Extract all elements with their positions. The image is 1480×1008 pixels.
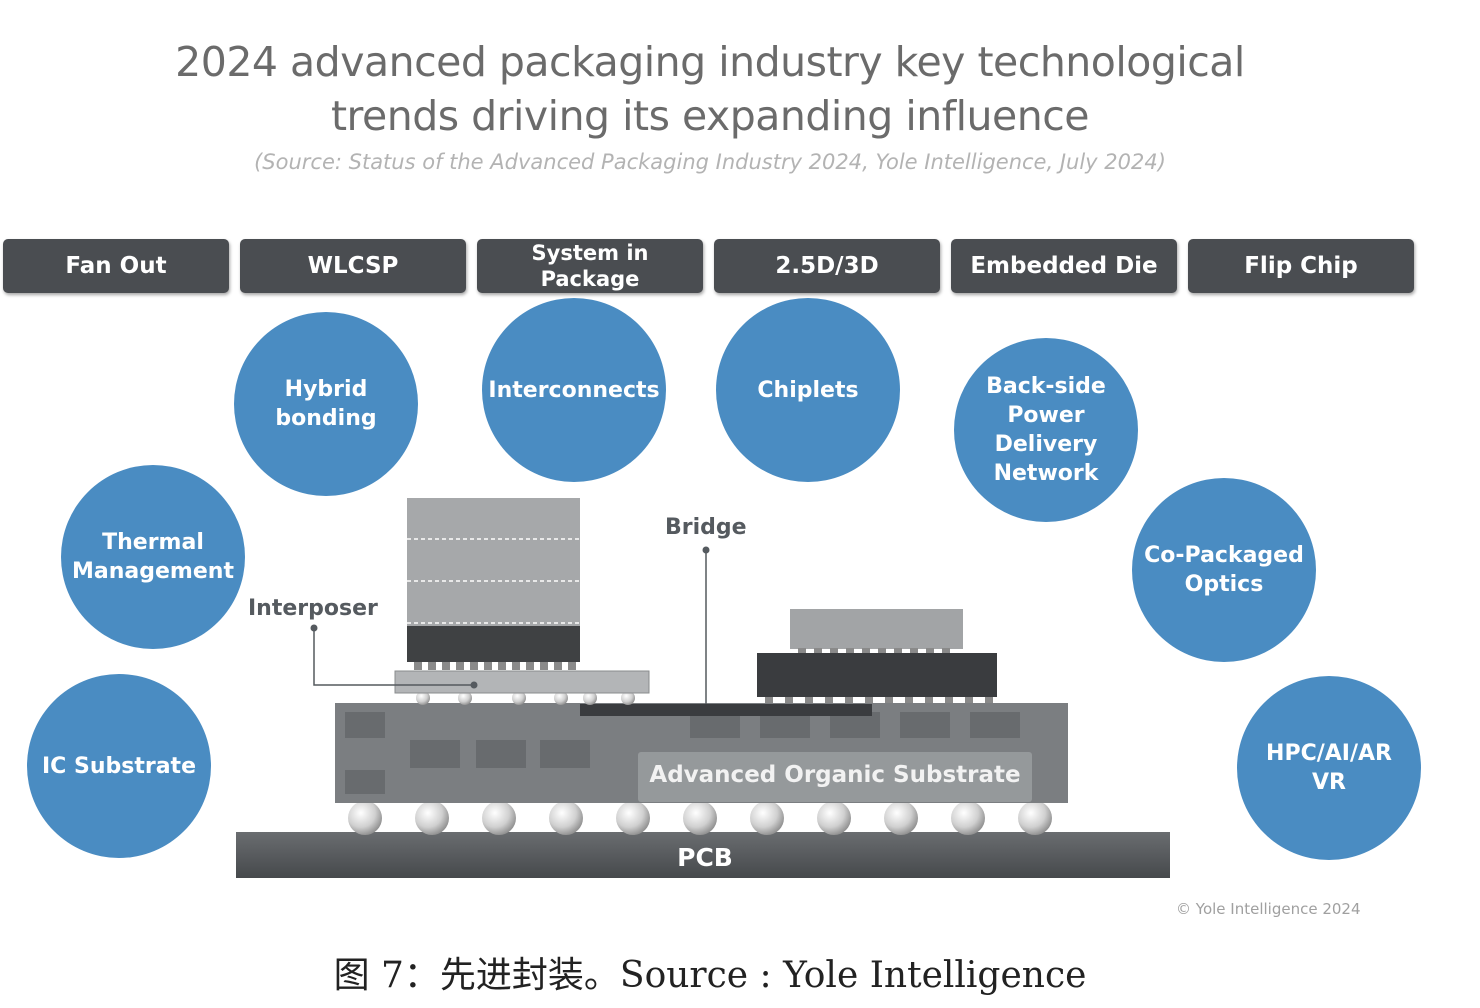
interposer-label: Interposer: [248, 596, 378, 621]
title-line-2: trends driving its expanding influence: [330, 92, 1090, 140]
substrate-solder-balls: [348, 801, 1052, 835]
tab-embedded-die: Embedded Die: [951, 239, 1177, 293]
source-note: (Source: Status of the Advanced Packagin…: [254, 150, 1166, 174]
interposer-bumps: [416, 691, 635, 705]
tab-flip-chip: Flip Chip: [1188, 239, 1414, 293]
substrate-label-box: [638, 752, 1032, 802]
memory-stack: [407, 498, 580, 626]
micro-bumps: [414, 662, 576, 670]
bubble-chiplets: Chiplets: [716, 298, 900, 482]
interposer: [394, 670, 650, 694]
tab-2-5d-3d: 2.5D/3D: [714, 239, 940, 293]
logic-base-die: [407, 626, 580, 662]
substrate-label: Advanced Organic Substrate: [649, 762, 1020, 788]
bubble-hybrid-bonding: Hybrid bonding: [234, 312, 418, 496]
bubble-hpc-ai-ar-vr: HPC/AI/AR VR: [1237, 676, 1421, 860]
bridge-die: [580, 704, 872, 716]
tab-system-in-package: System in Package: [477, 239, 703, 293]
title-line-1: 2024 advanced packaging industry key tec…: [175, 38, 1245, 86]
bubble-co-packaged-optics: Co-Packaged Optics: [1132, 478, 1316, 662]
interposer-leader: [313, 628, 474, 686]
pcb-board: [236, 832, 1170, 878]
bubble-ic-substrate: IC Substrate: [27, 674, 211, 858]
package-substrate: [757, 653, 997, 697]
bridge-label: Bridge: [665, 515, 747, 540]
bubble-interconnects: Interconnects: [482, 298, 666, 482]
flip-chip-bumps: [798, 648, 950, 654]
flip-chip-die: [790, 609, 963, 649]
bubble-backside-power: Back-side Power Delivery Network: [954, 338, 1138, 522]
copyright-note: © Yole Intelligence 2024: [1176, 900, 1361, 918]
tab-fan-out: Fan Out: [3, 239, 229, 293]
tab-wlcsp: WLCSP: [240, 239, 466, 293]
pcb-label: PCB: [677, 843, 733, 872]
figure-caption: 图 7：先进封装。Source : Yole Intelligence: [333, 955, 1087, 996]
bubble-thermal-management: Thermal Management: [61, 465, 245, 649]
